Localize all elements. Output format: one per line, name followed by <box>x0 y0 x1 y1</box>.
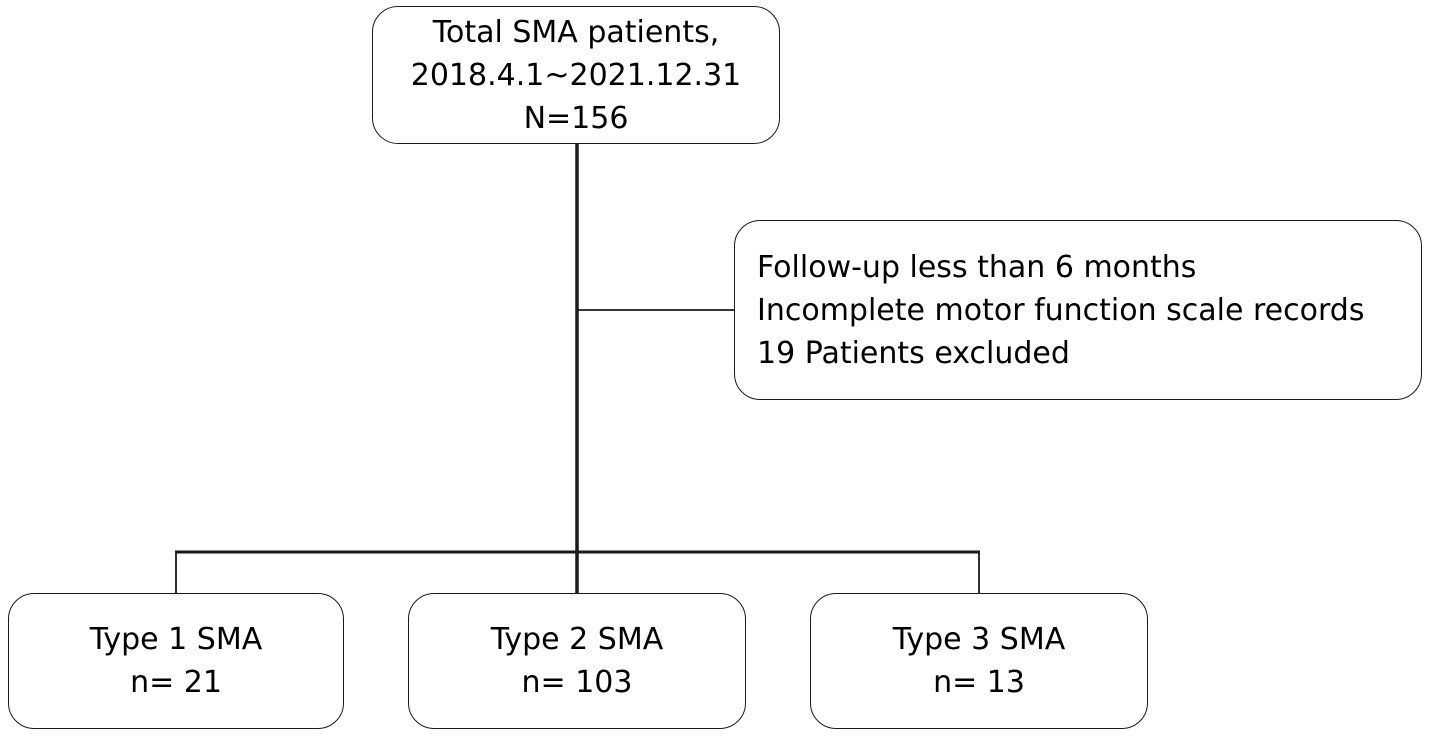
type3-label: Type 3 SMA <box>892 622 1066 657</box>
total-date-range: 2018.4.1~2021.12.31 <box>410 57 742 93</box>
exclusion-criterion-records: Incomplete motor function scale records <box>757 292 1365 328</box>
excluded-count: 19 Patients excluded <box>757 335 1070 371</box>
type1-label: Type 1 SMA <box>89 622 263 657</box>
type2-sma-box: Type 2 SMA n= 103 <box>408 593 746 729</box>
type3-count: n= 13 <box>933 665 1025 700</box>
exclusion-criterion-followup: Follow-up less than 6 months <box>757 249 1197 285</box>
exclusion-box: Follow-up less than 6 months Incomplete … <box>734 220 1422 400</box>
type1-count: n= 21 <box>130 665 222 700</box>
total-title: Total SMA patients, <box>432 14 720 50</box>
type2-label: Type 2 SMA <box>490 622 664 657</box>
type3-sma-box: Type 3 SMA n= 13 <box>810 593 1148 729</box>
total-count: N=156 <box>523 100 629 136</box>
type2-count: n= 103 <box>521 665 633 700</box>
type1-sma-box: Type 1 SMA n= 21 <box>8 593 344 729</box>
total-patients-box: Total SMA patients, 2018.4.1~2021.12.31 … <box>372 6 780 144</box>
